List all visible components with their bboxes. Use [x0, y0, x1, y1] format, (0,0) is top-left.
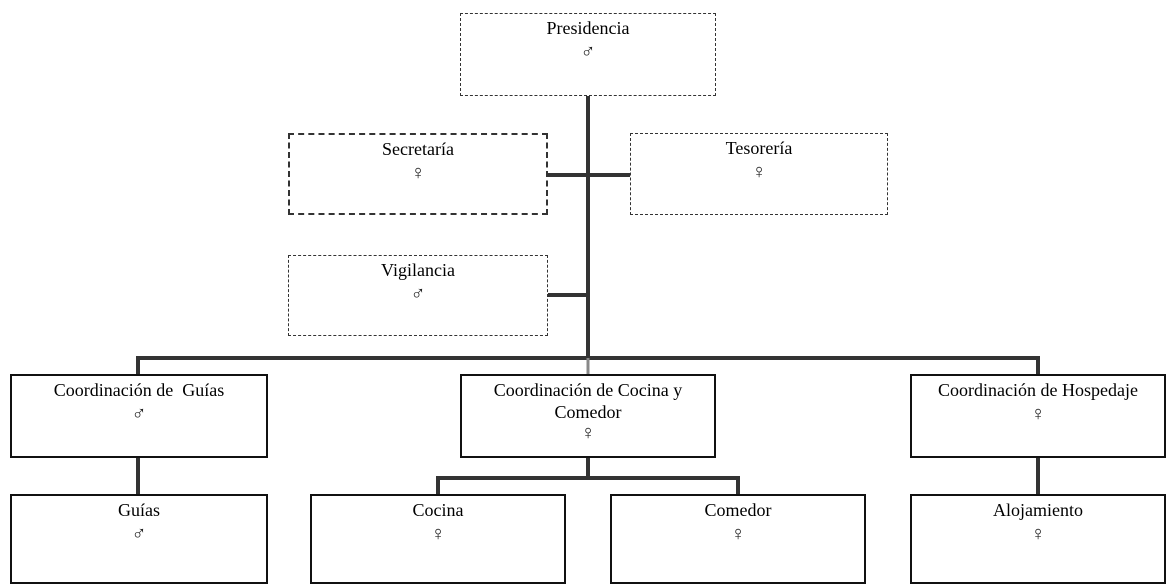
- node-tesoreria: Tesorería ♀: [630, 133, 888, 215]
- node-label: Coordinación de Guías: [53, 380, 225, 400]
- female-symbol-icon: ♀: [410, 160, 426, 184]
- male-symbol-icon: ♂: [410, 281, 426, 305]
- node-secretaria: Secretaría ♀: [288, 133, 548, 215]
- node-comedor: Comedor ♀: [610, 494, 866, 584]
- node-label: Alojamiento: [993, 500, 1083, 520]
- node-label: Comedor: [704, 500, 772, 520]
- node-label: Vigilancia: [381, 260, 455, 280]
- female-symbol-icon: ♀: [1030, 521, 1046, 545]
- node-label: Guías: [118, 500, 160, 520]
- node-cocina: Cocina ♀: [310, 494, 566, 584]
- female-symbol-icon: ♀: [730, 521, 746, 545]
- node-guias: Guías ♂: [10, 494, 268, 584]
- node-alojamiento: Alojamiento ♀: [910, 494, 1166, 584]
- node-vigilancia: Vigilancia ♂: [288, 255, 548, 336]
- node-label: Tesorería: [725, 138, 793, 158]
- node-label: Cocina: [412, 500, 464, 520]
- node-coord-hospedaje: Coordinación de Hospedaje ♀: [910, 374, 1166, 458]
- male-symbol-icon: ♂: [131, 401, 147, 425]
- female-symbol-icon: ♀: [751, 159, 767, 183]
- node-label: Presidencia: [546, 18, 630, 38]
- node-coord-guias: Coordinación de Guías ♂: [10, 374, 268, 458]
- female-symbol-icon: ♀: [1030, 401, 1046, 425]
- female-symbol-icon: ♀: [580, 420, 596, 444]
- node-presidencia: Presidencia ♂: [460, 13, 716, 96]
- female-symbol-icon: ♀: [430, 521, 446, 545]
- node-label: Coordinación de Cocina y Comedor: [493, 380, 683, 422]
- male-symbol-icon: ♂: [131, 521, 147, 545]
- male-symbol-icon: ♂: [580, 39, 596, 63]
- node-coord-cocina: Coordinación de Cocina y Comedor ♀: [460, 374, 716, 458]
- node-label: Coordinación de Hospedaje: [938, 380, 1138, 400]
- node-label: Secretaría: [382, 139, 454, 159]
